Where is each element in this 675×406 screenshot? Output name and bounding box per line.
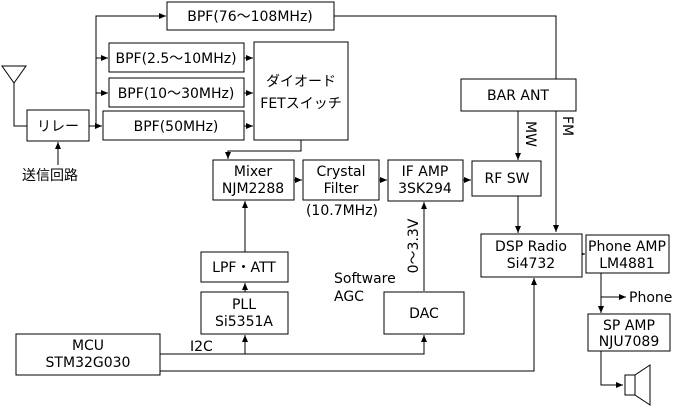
fm-path-wire [334,15,559,232]
mcu-line2: STM32G030 [46,355,131,371]
bpf-1-label: BPF(2.5～10MHz) [115,51,236,67]
software-agc-line1: Software [334,271,396,287]
dsp-radio-block: DSP Radio Si4732 [480,233,583,278]
relay-block: リレー [26,109,90,142]
dac-block: DAC [383,291,465,335]
phone-amp-line1: Phone AMP [588,239,666,255]
bpf-fm-block: BPF(76～108MHz) [166,1,335,31]
pll-line2: Si5351A [215,314,273,330]
mcu-to-dsp-wire [160,278,537,372]
software-agc-line2: AGC [334,289,364,305]
pll-line1: PLL [232,297,256,313]
relay-label: リレー [37,119,79,135]
lpf-att-block: LPF・ATT [200,251,289,283]
if-amp-line2: 3SK294 [398,181,452,197]
fm-label: FM [559,116,575,136]
crystal-filter-line2: Filter [324,181,359,197]
crystal-filter-line1: Crystal [316,164,365,180]
bpf-3-label: BPF(50MHz) [134,119,219,135]
relay-bus-wire [95,13,166,126]
bpf-fm-label: BPF(76～108MHz) [187,9,313,25]
phone-amp-line2: LM4881 [599,256,655,272]
rf-sw-label: RF SW [485,171,530,187]
pll-block: PLL Si5351A [200,291,289,335]
mixer-block: Mixer NJM2288 [212,159,295,201]
dsp-radio-line1: DSP Radio [495,239,567,255]
lpf-att-label: LPF・ATT [212,260,276,276]
tx-signal-label: 送信回路 [22,168,78,184]
switch-to-mixer-wire [225,140,302,159]
sp-amp-line2: NJU7089 [599,334,659,350]
mcu-block: MCU STM32G030 [15,333,161,376]
diode-switch-block: ダイオード FETスイッチ [253,41,349,141]
mixer-line1: Mixer [234,164,272,180]
voltage-label: 0～3.3V [406,218,422,273]
mixer-line2: NJM2288 [222,181,284,197]
bar-ant-label: BAR ANT [487,88,549,104]
antenna-icon [1,65,27,84]
rf-sw-block: RF SW [471,160,542,197]
dac-label: DAC [409,306,439,322]
bpf-1-block: BPF(2.5～10MHz) [108,42,245,73]
bar-ant-block: BAR ANT [460,78,577,112]
bpf-3-block: BPF(50MHz) [102,110,245,141]
if-amp-block: IF AMP 3SK294 [387,159,464,202]
sp-amp-block: SP AMP NJU7089 [587,313,671,352]
antenna-feed-wire [13,83,27,127]
spamp-to-speaker-wire [600,351,623,388]
dsp-radio-line2: Si4732 [507,256,555,272]
sp-amp-line1: SP AMP [603,318,655,334]
if-amp-line1: IF AMP [402,164,449,180]
bpf-2-label: BPF(10～30MHz) [118,86,235,102]
mw-label: MW [522,121,538,147]
diode-switch-line1: ダイオード [266,74,336,90]
mcu-line1: MCU [72,338,104,354]
diode-switch-line2: FETスイッチ [260,96,341,112]
crystal-filter-block: Crystal Filter [302,159,380,201]
phone-label: Phone [629,290,672,306]
i2c-label: I2C [190,339,213,355]
speaker-icon [624,364,651,406]
bpf-2-block: BPF(10～30MHz) [108,77,245,108]
mcu-to-dac-wire [245,335,427,355]
phone-amp-block: Phone AMP LM4881 [585,234,670,274]
crystal-filter-freq: (10.7MHz) [306,203,378,219]
